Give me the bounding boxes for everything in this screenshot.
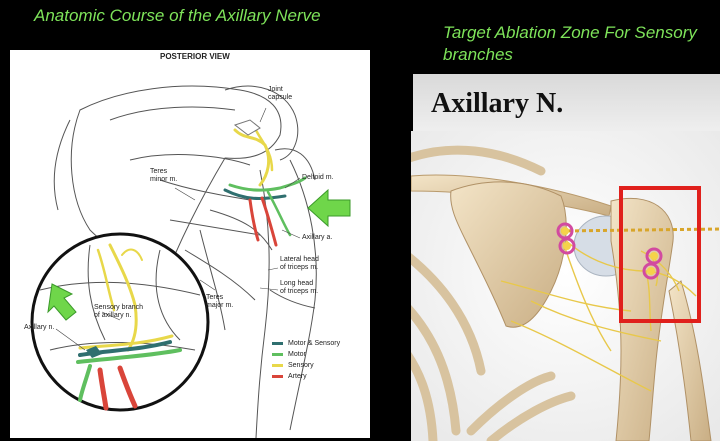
label-lateral-head-triceps: Lateral head of triceps m.: [280, 256, 319, 271]
legend-label: Sensory: [288, 362, 314, 369]
shoulder-3d-render: [411, 131, 720, 441]
legend-label: Motor & Sensory: [288, 340, 341, 347]
legend-label: Artery: [288, 373, 307, 380]
legend-label: Motor: [288, 351, 306, 358]
label-teres-minor: Teres minor m.: [150, 168, 178, 183]
left-slide-title: Anatomic Course of the Axillary Nerve: [34, 6, 321, 25]
target-ablation-box: [619, 186, 701, 323]
label-sensory-branch: Sensory branch of axillary n.: [94, 304, 144, 319]
legend-item: Motor: [272, 349, 340, 360]
axillary-nerve-header-text: Axillary N.: [431, 88, 564, 119]
label-teres-major: Teres major m.: [206, 294, 234, 309]
legend-swatch: [272, 375, 283, 378]
label-axillary-artery: Axillary a.: [302, 234, 333, 241]
legend-item: Artery: [272, 371, 340, 382]
label-joint-capsule: Joint capsule: [268, 86, 293, 101]
diagram-drawing: [30, 85, 351, 438]
legend-swatch: [272, 353, 283, 356]
axillary-nerve-diagram: POSTERIOR VIEW Joint capsule Teres minor…: [10, 50, 370, 438]
legend-swatch: [272, 364, 283, 367]
label-long-head-triceps: Long head of triceps m.: [280, 280, 319, 295]
label-deltoid: Deltoid m.: [302, 174, 334, 181]
right-slide-title: Target Ablation Zone For Sensory branche…: [443, 23, 697, 64]
legend-item: Sensory: [272, 360, 340, 371]
legend-swatch: [272, 342, 283, 345]
label-axillary-nerve: Axillary n.: [24, 324, 55, 331]
shoulder-render-drawing: [411, 131, 720, 441]
legend-item: Motor & Sensory: [272, 338, 340, 349]
view-label: POSTERIOR VIEW: [160, 52, 230, 61]
diagram-legend: Motor & Sensory Motor Sensory Artery: [272, 338, 340, 382]
axillary-nerve-header: Axillary N.: [413, 74, 720, 132]
